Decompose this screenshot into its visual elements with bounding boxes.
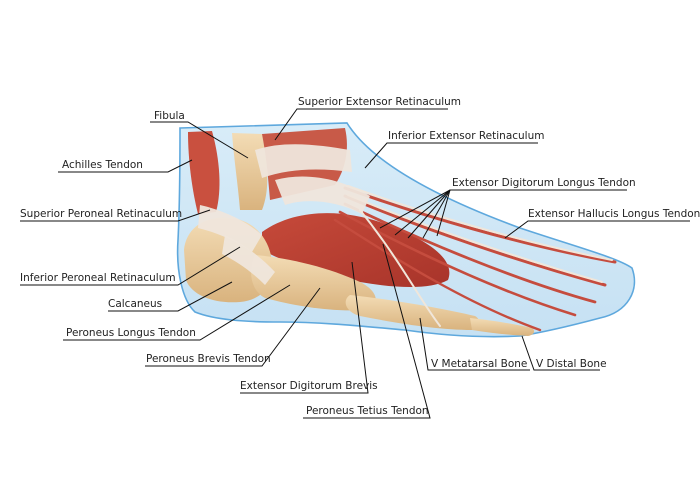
label-extensor-digitorum-brevis: Extensor Digitorum Brevis [240, 380, 378, 392]
label-extensor-digitorum-longus-tendon: Extensor Digitorum Longus Tendon [452, 177, 636, 189]
label-v-metatarsal-bone: V Metatarsal Bone [431, 358, 527, 370]
label-peroneus-brevis-tendon: Peroneus Brevis Tendon [146, 353, 271, 365]
label-peroneus-tetius-tendon: Peroneus Tetius Tendon [306, 405, 429, 417]
label-superior-peroneal-retinaculum: Superior Peroneal Retinaculum [20, 208, 182, 220]
label-superior-extensor-retinaculum: Superior Extensor Retinaculum [298, 96, 461, 108]
label-fibula: Fibula [154, 110, 185, 122]
label-peroneus-longus-tendon: Peroneus Longus Tendon [66, 327, 196, 339]
label-inferior-extensor-retinaculum: Inferior Extensor Retinaculum [388, 130, 545, 142]
label-extensor-hallucis-longus-tendon: Extensor Hallucis Longus Tendon [528, 208, 700, 220]
label-achilles-tendon: Achilles Tendon [62, 159, 143, 171]
label-calcaneus: Calcaneus [108, 298, 162, 310]
label-inferior-peroneal-retinaculum: Inferior Peroneal Retinaculum [20, 272, 176, 284]
label-v-distal-bone: V Distal Bone [536, 358, 607, 370]
